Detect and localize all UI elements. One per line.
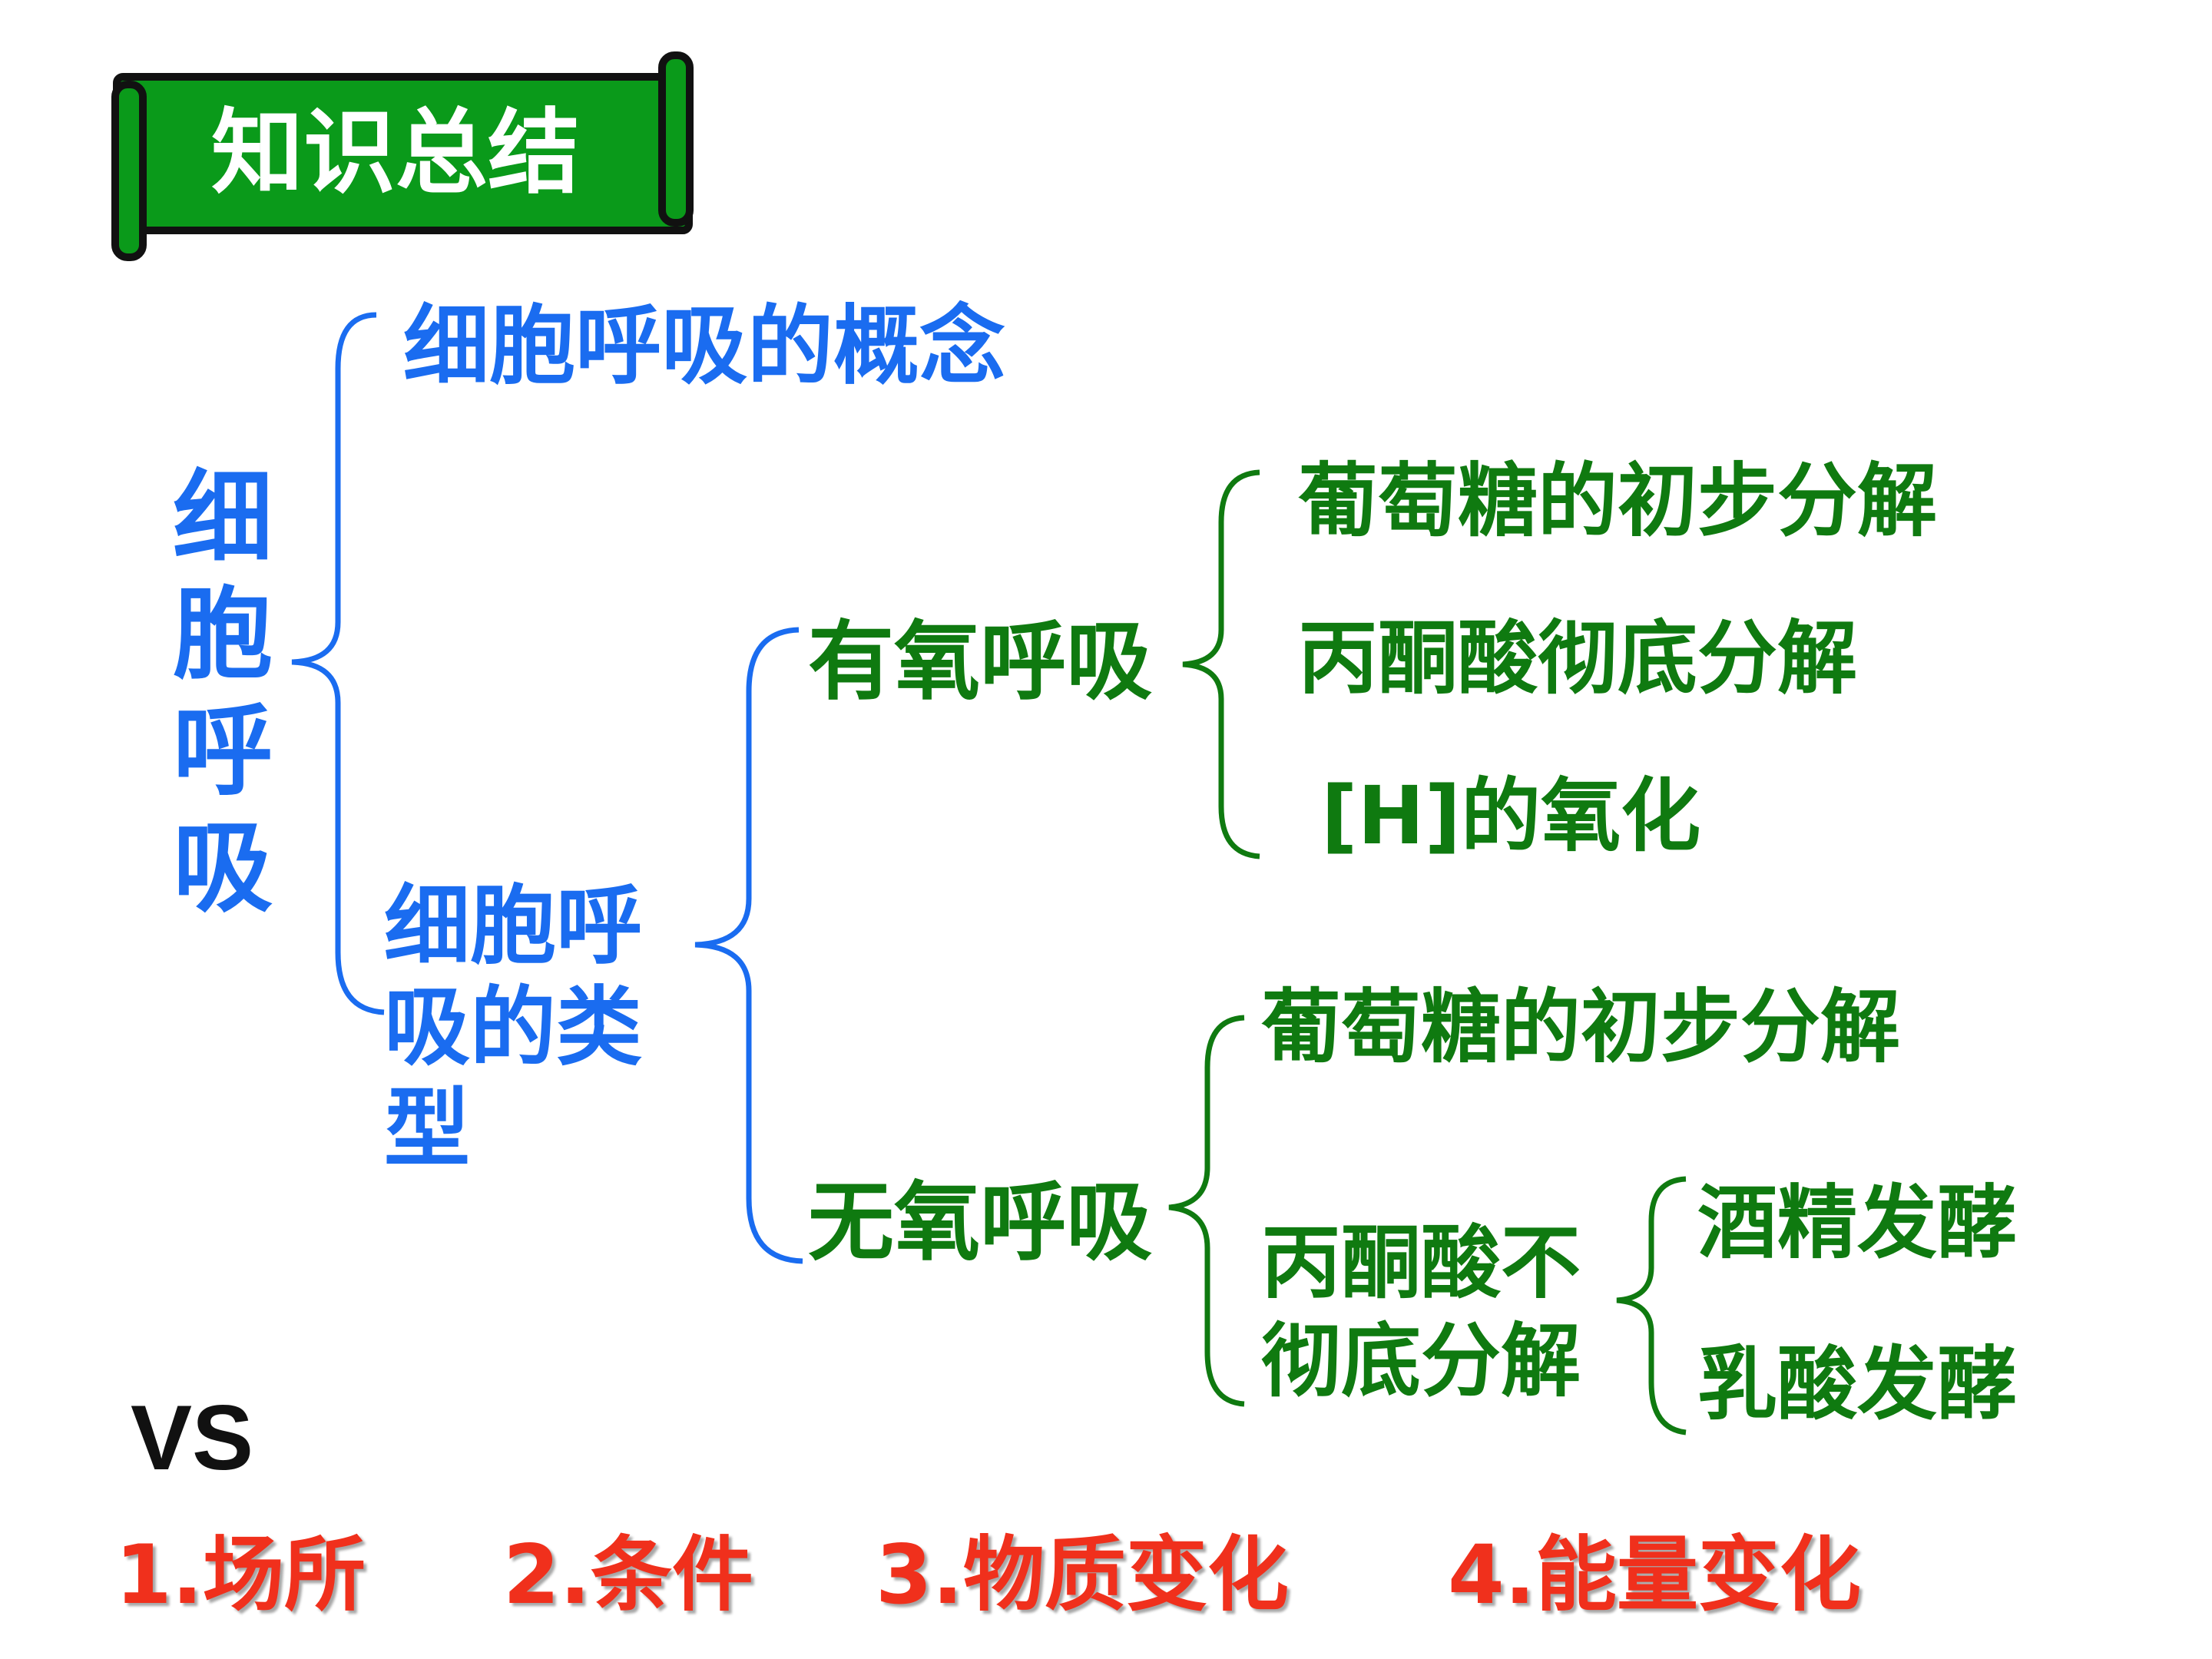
anaerobic-brace [1168,1015,1245,1407]
root-label: 细胞呼吸 [172,459,273,926]
aerobic-brace [1182,469,1260,859]
fermentation-alcohol: 酒精发酵 [1697,1176,2018,1270]
vs-label: VS [131,1386,254,1489]
anaerobic-step-1: 葡萄糖的初步分解 [1261,980,1901,1074]
aerobic-step-3: [H]的氧化 [1321,769,1701,863]
compare-item-condition: 2.条件 [503,1528,754,1622]
types-brace [694,627,803,1264]
aerobic-step-2: 丙酮酸彻底分解 [1298,611,1858,705]
compare-item-energy: 4.能量变化 [1448,1528,1862,1622]
branch-types: 细胞呼吸的类型 [384,876,642,1179]
root-brace [291,312,385,1015]
fermentation-lactic: 乳酸发酵 [1697,1337,2018,1431]
aerobic-label: 有氧呼吸 [808,612,1152,712]
compare-item-material: 3.物质变化 [876,1528,1290,1622]
anaerobic-label: 无氧呼吸 [808,1173,1152,1273]
aerobic-step-1: 葡萄糖的初步分解 [1298,454,1938,548]
compare-item-location: 1.场所 [115,1528,366,1622]
branch-concept: 细胞呼吸的概念 [403,296,1005,396]
banner-scroll [111,51,694,261]
fermentation-brace [1616,1176,1687,1435]
anaerobic-step-2: 丙酮酸不彻底分解 [1261,1216,1581,1408]
banner-title: 知识总结 [211,100,580,207]
